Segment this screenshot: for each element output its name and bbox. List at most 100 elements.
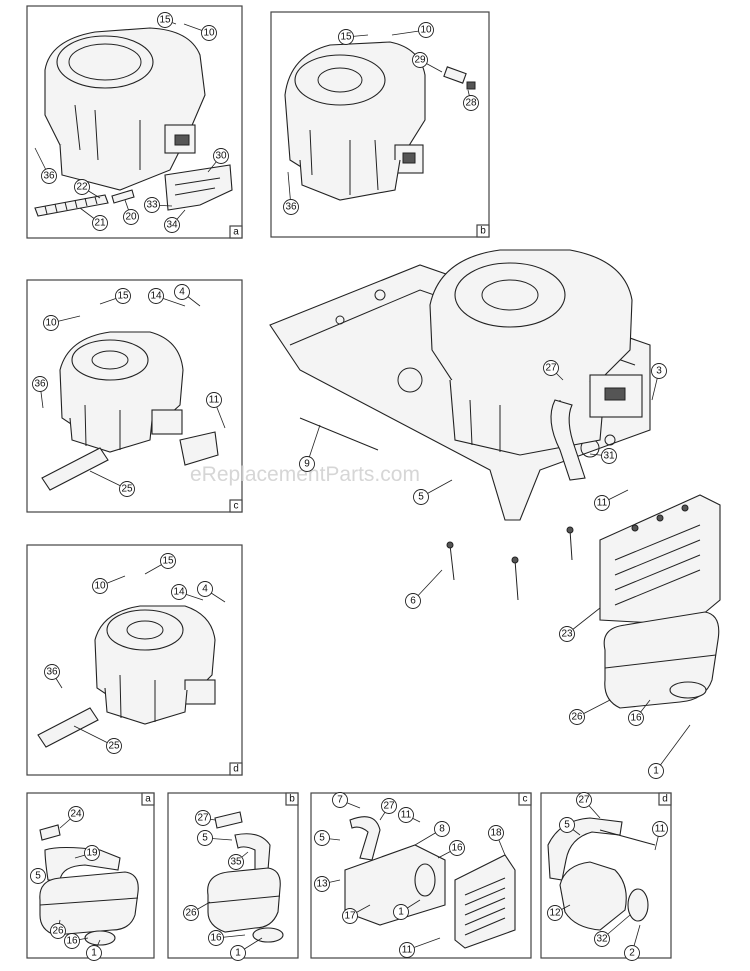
muffler-a [39,871,139,936]
callout-bubble [332,792,348,808]
callout-bubble [651,363,667,379]
callout-label: 11 [597,498,608,509]
callout-bubble [338,29,354,45]
callout-bubble [201,25,217,41]
panel-tag-d-mid: d [233,764,239,775]
callout-label: 26 [571,712,583,723]
callout-label: 15 [340,32,352,43]
plate-c [179,431,219,466]
callout-bubble [488,825,504,841]
callout-22: 22 [74,179,101,199]
callout-16: 16 [208,930,246,946]
engine-a-drawing [44,27,206,191]
callout-label: 14 [150,291,162,302]
callout-label: 27 [383,801,395,812]
callout-bubble [206,392,222,408]
callout-label: 27 [578,795,590,806]
callout-12: 12 [547,904,571,921]
callout-label: 1 [91,948,97,959]
callout-bubble [64,933,80,949]
callout-label: 36 [34,379,46,390]
callout-label: 26 [185,908,197,919]
callout-bubble [463,95,479,111]
callout-14: 14 [171,584,204,601]
callout-5: 5 [30,868,46,884]
callout-bubble [576,792,592,808]
leader-line [655,724,691,772]
callout-27: 27 [576,792,601,819]
pipe-25-d [37,707,99,748]
callout-17: 17 [342,904,371,924]
callout-bubble [30,868,46,884]
callout-bubble [230,945,246,961]
callout-15: 15 [144,553,176,575]
panel-tags: a b c d a b c d [141,224,672,806]
exhaust-pipe-31 [550,399,586,481]
callout-label: 10 [420,25,432,36]
callout-bubble [148,288,164,304]
callout-label: 32 [596,934,608,945]
callout-bubble [543,360,559,376]
watermark: eReplacementParts.com [190,463,420,486]
guard-b [252,927,284,943]
callout-label: 7 [337,795,343,806]
gasket-24 [39,824,61,841]
callout-label: 16 [66,936,78,947]
callout-label: 11 [209,395,220,406]
callout-bubble [74,179,90,195]
callout-label: 11 [655,824,666,835]
callout-bubble [381,798,397,814]
panel-tag-c-mid: c [234,501,239,512]
callout-29: 29 [412,52,443,73]
panel-c-bot [310,792,532,959]
muffler-26 [603,611,720,709]
callout-27: 27 [543,360,564,381]
callout-35: 35 [228,851,249,870]
outlet-c [414,863,436,897]
callout-10: 10 [391,22,434,38]
callout-26: 26 [183,901,211,921]
callout-label: 35 [230,857,242,868]
main-engine [429,249,643,456]
callout-label: 21 [94,218,106,229]
callout-label: 18 [490,828,502,839]
callout-31: 31 [589,448,617,464]
callout-label: 10 [94,581,106,592]
callout-label: 4 [179,287,185,298]
callout-bubble [50,923,66,939]
callout-bubble [213,148,229,164]
panel-tag-b-top: b [480,226,486,237]
callout-3: 3 [651,363,667,401]
callout-21: 21 [79,207,108,231]
bracket-30 [164,164,233,211]
callout-bubble [208,930,224,946]
spark-arrestor-32 [627,888,649,922]
callout-label: 31 [603,451,615,462]
callout-bubble [164,217,180,233]
callout-9: 9 [299,424,321,472]
engine-c-drawing [59,331,184,453]
panel-b-bot [167,792,299,959]
exhaust-pipe-c [349,816,381,861]
callout-label: 5 [319,833,325,844]
callout-11: 11 [399,937,441,958]
callout-bubble [628,710,644,726]
callout-bubble [123,209,139,225]
callout-label: 27 [197,813,209,824]
callout-15: 15 [99,288,131,305]
callout-bubble [32,376,48,392]
callout-5: 5 [197,830,233,846]
callout-34: 34 [164,209,186,233]
callout-label: 22 [76,182,88,193]
callout-label: 25 [121,484,133,495]
callout-33: 33 [144,197,173,213]
callout-bubble [41,168,57,184]
callout-2: 2 [624,924,641,961]
callout-label: 29 [414,55,426,66]
callout-label: 16 [210,933,222,944]
callout-label: 33 [146,200,158,211]
callout-bubble [157,12,173,28]
callout-bubble [594,495,610,511]
